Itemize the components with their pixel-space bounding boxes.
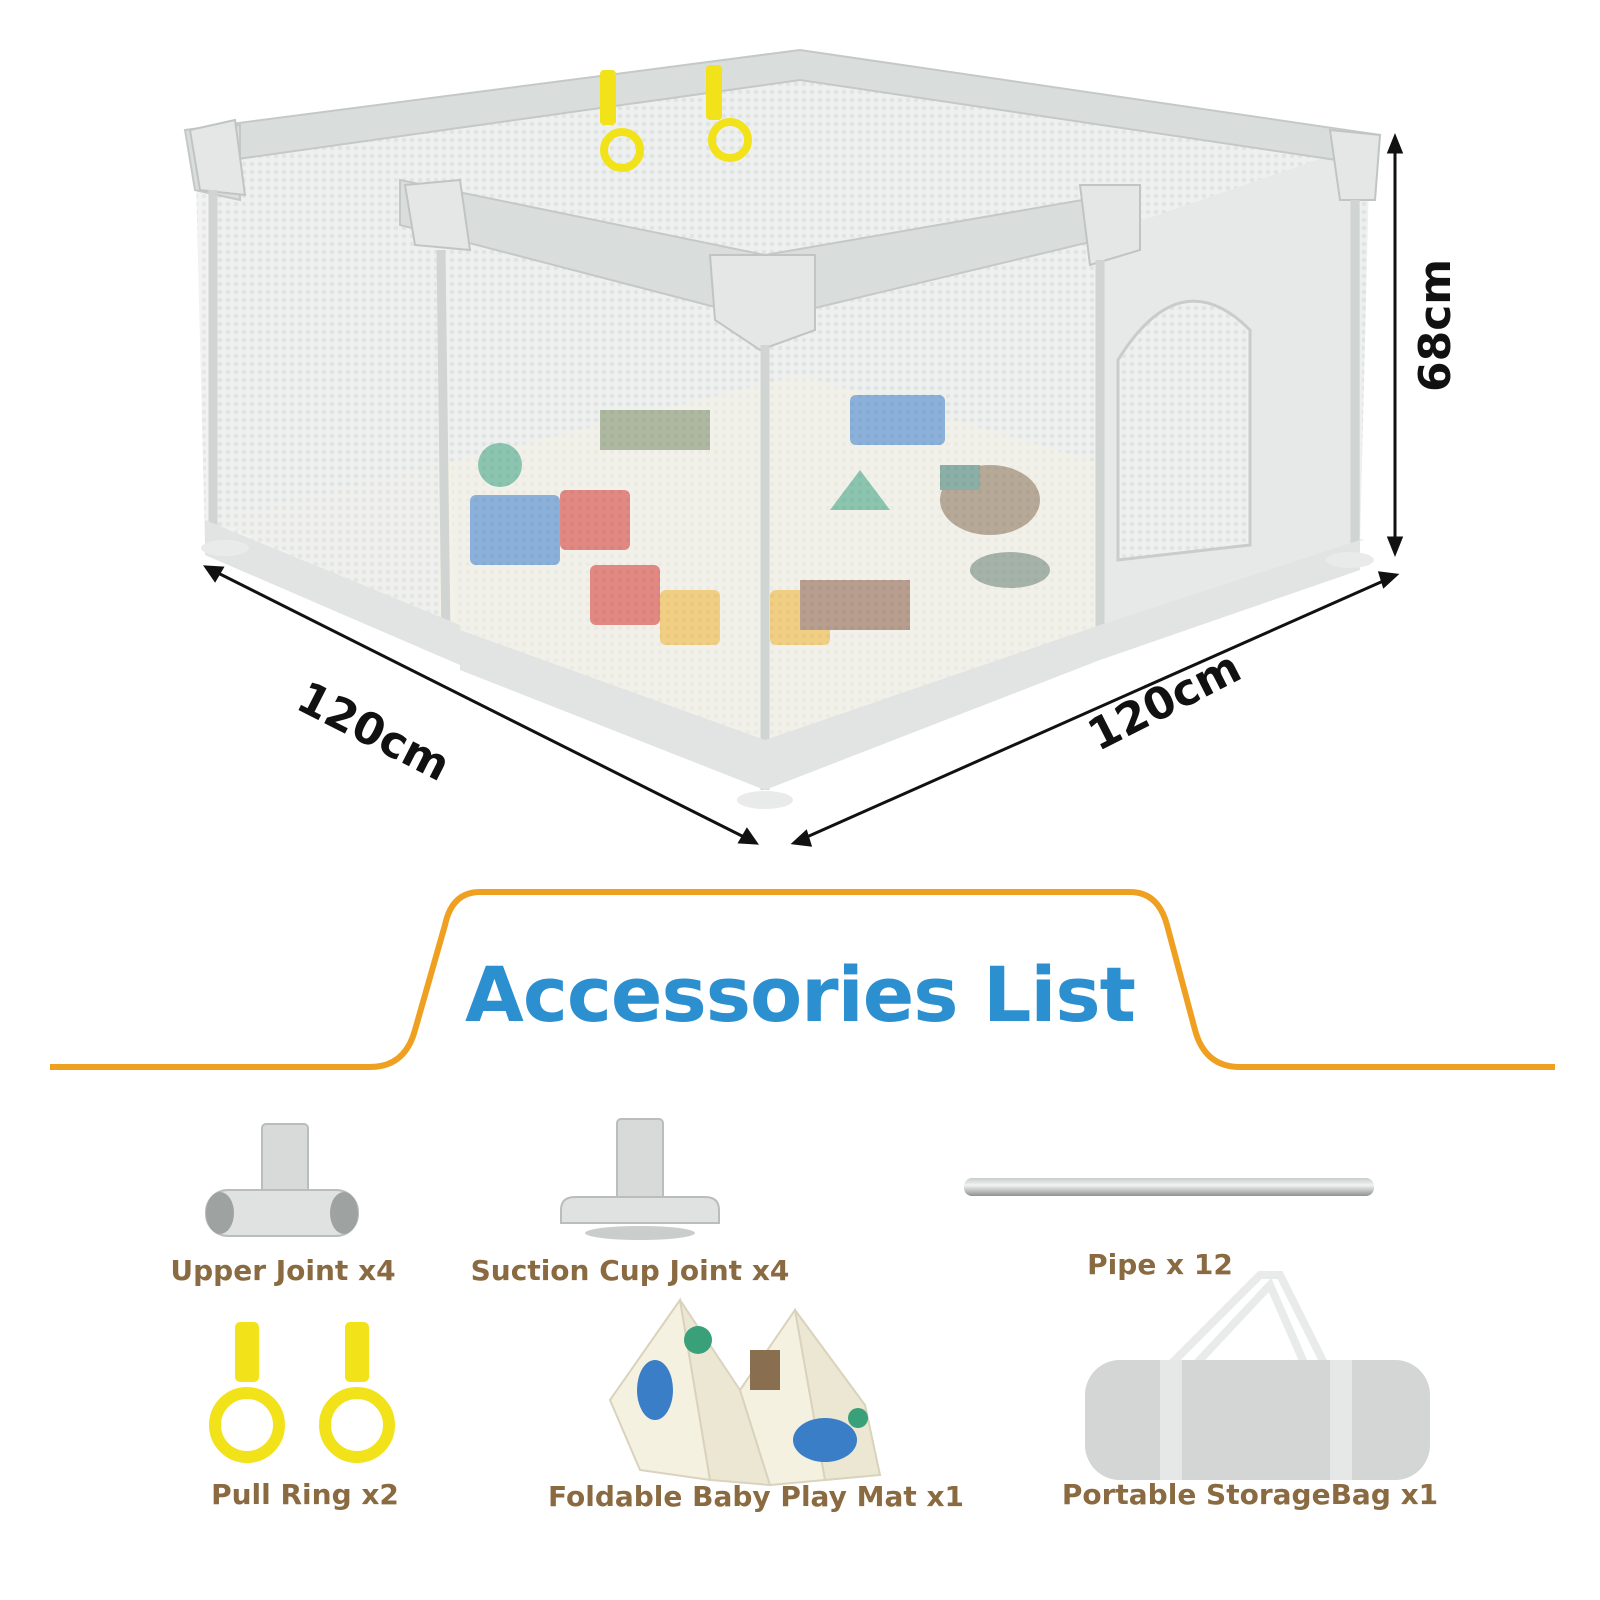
- play-mat-label: Foldable Baby Play Mat x1: [548, 1480, 965, 1513]
- poles: [208, 190, 1360, 790]
- pull-ring-label: Pull Ring x2: [211, 1478, 399, 1511]
- upper-joint-label: Upper Joint x4: [170, 1254, 396, 1287]
- dimension-arrows: [203, 132, 1404, 847]
- play-mat-illustration: [608, 1297, 882, 1487]
- pipe-label: Pipe x 12: [1087, 1248, 1233, 1281]
- suction-feet: [201, 540, 1374, 809]
- bottom-rails: [205, 520, 1360, 790]
- dimension-height-label: 68cm: [1410, 258, 1461, 392]
- pipe-illustration: [964, 1178, 1374, 1196]
- zipper-door: [1116, 299, 1252, 562]
- upper-joint-illustration: [205, 1123, 359, 1237]
- accessories-title: Accessories List: [465, 950, 1136, 1039]
- storage-bag-label: Portable StorageBag x1: [1061, 1478, 1439, 1511]
- accessories-header-line: [50, 889, 1555, 1070]
- suction-cup-joint-illustration: [560, 1118, 720, 1240]
- front-wall: [445, 190, 765, 760]
- pull-ring-illustration: [209, 1322, 395, 1463]
- storage-bag-illustration: [1085, 1271, 1430, 1480]
- front-wall-right: [765, 235, 1100, 760]
- left-wall: [195, 140, 440, 640]
- suction-cup-joint-label: Suction Cup Joint x4: [470, 1254, 790, 1287]
- corner-joints: [188, 118, 1382, 352]
- playpen-illustration: [183, 48, 1404, 847]
- pull-ring-pair: [600, 65, 752, 172]
